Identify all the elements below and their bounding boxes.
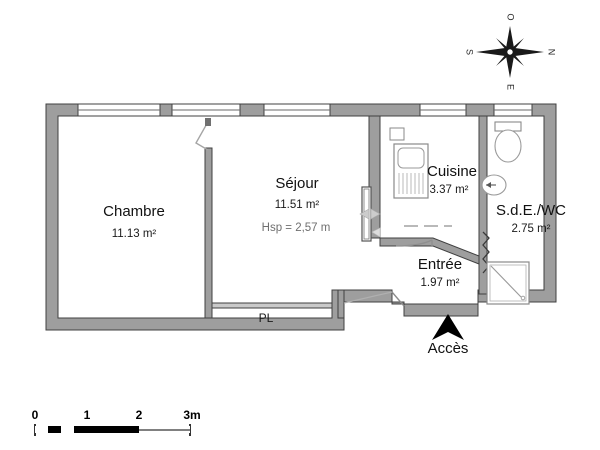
wall-sejour-cuisine (368, 115, 381, 239)
compass-point-right (510, 48, 544, 56)
scale-tick-1: 1 (84, 408, 91, 422)
room-area-entree: 1.97 m² (421, 277, 460, 289)
access-group: Accès (428, 314, 469, 357)
compass-ray-f (502, 32, 510, 52)
windows-group (77, 103, 533, 117)
shower-icon (486, 261, 530, 305)
room-area-cuisine: 3.37 m² (430, 184, 469, 196)
compass-label-east: E (506, 84, 516, 90)
compass-ray-e (510, 32, 518, 52)
toilet-icon (494, 121, 522, 163)
room-area-chambre: 11.13 m² (112, 228, 157, 240)
access-label: Accès (428, 340, 469, 357)
room-area-sejour: 11.51 m² (275, 199, 320, 211)
door-entree-access (391, 291, 405, 307)
closet-label-pl: PL (259, 311, 274, 325)
compass-ray-h (502, 52, 510, 72)
compass-label-north: N (547, 49, 557, 56)
wall-cuisine-entree (379, 237, 480, 265)
compass-ray-a (510, 44, 530, 52)
wall-entree-stub (337, 289, 345, 319)
room-label-sejour: Séjour (275, 175, 318, 192)
compass-label-south: S (465, 49, 475, 55)
window-cuisine (419, 103, 467, 117)
room-label-entree: Entrée (418, 256, 462, 273)
compass-label-west: O (506, 13, 516, 20)
wall-closet-top (211, 302, 333, 309)
room-label-chambre: Chambre (103, 203, 165, 220)
room-label-sde-wc: S.d.E./WC (496, 202, 566, 219)
fixtures-group (389, 121, 530, 305)
door-chambre (195, 119, 210, 151)
compass-point-ne (510, 38, 524, 52)
sliding-door-sejour-cuisine (359, 186, 381, 242)
room-area-sde-wc: 2.75 m² (512, 223, 551, 235)
doors-group (195, 118, 490, 307)
scale-tick-2: 2 (136, 408, 143, 422)
wall-structure (45, 103, 557, 331)
exterior-wall-band (45, 103, 557, 331)
compass-ray-c (510, 52, 530, 60)
scale-tick-3: 3m (183, 408, 200, 422)
compass-ray-g (510, 52, 518, 72)
wall-chambre-sejour (204, 147, 213, 319)
window-sejour-right (263, 103, 331, 117)
compass-point-nw (496, 38, 510, 52)
room-labels-group: Chambre 11.13 m² Séjour 11.51 m² Hsp = 2… (103, 163, 566, 325)
scale-bar: 0 1 2 3m (32, 408, 201, 436)
room-label-cuisine: Cuisine (427, 163, 477, 180)
washbasin-icon (481, 174, 507, 196)
door-cuisine-swing (395, 239, 433, 247)
compass-point-se (510, 52, 524, 66)
access-arrow-icon (432, 314, 464, 340)
scale-tick-0: 0 (32, 408, 39, 422)
compass-ray-d (490, 52, 510, 60)
kitchen-sink-icon (393, 143, 429, 199)
window-sejour-left (171, 103, 241, 117)
window-chambre (77, 103, 161, 117)
wall-cuisine-sde (478, 115, 488, 295)
window-sde (493, 103, 533, 117)
compass-hub (506, 48, 514, 56)
door-entree-swing (343, 291, 393, 304)
kitchen-counter-icon (389, 127, 405, 141)
compass-point-up (506, 26, 514, 52)
room-hsp-sejour: Hsp = 2,57 m (262, 222, 331, 234)
compass-ray-b (490, 44, 510, 52)
compass-rose: O N E S (465, 13, 557, 90)
compass-point-left (476, 48, 510, 56)
compass-point-sw (496, 52, 510, 66)
compass-point-down (506, 52, 514, 78)
